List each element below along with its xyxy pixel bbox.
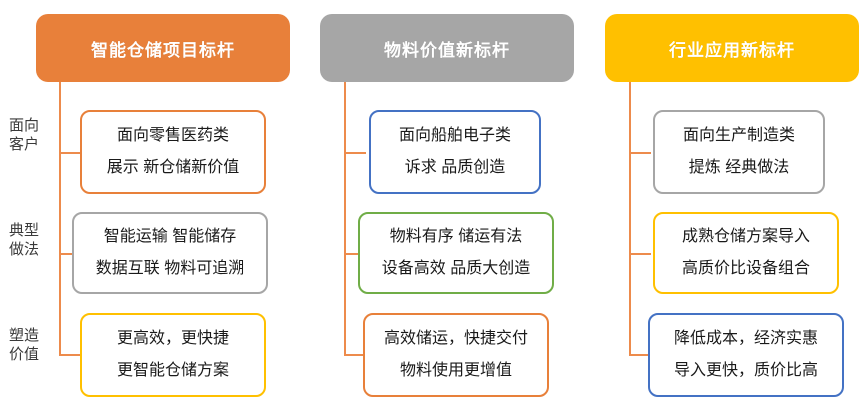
node-c3-r1[interactable]: 面向生产制造类 提炼 经典做法 [653, 110, 825, 194]
connector-branch-col3-row1 [629, 152, 651, 154]
connector-trunk-col1 [59, 82, 61, 355]
connector-branch-col3-row2 [629, 253, 651, 255]
row-label-value-line2: 价值 [8, 346, 39, 363]
column-header-material-value-label: 物料价值新标杆 [384, 40, 510, 60]
node-c3-r2-line2: 高质价比设备组合 [681, 260, 810, 277]
row-label-value: 塑造 价值 [2, 326, 46, 364]
connector-branch-col1-row3 [59, 354, 81, 356]
connector-branch-col2-row2 [344, 253, 366, 255]
column-header-industry-application[interactable]: 行业应用新标杆 [605, 14, 859, 82]
column-header-industry-application-label: 行业应用新标杆 [669, 40, 795, 60]
connector-trunk-col2 [344, 82, 346, 355]
node-c2-r3-line2: 物料使用更增值 [399, 362, 512, 379]
node-c2-r1-line2: 诉求 品质创造 [404, 159, 506, 176]
node-c1-r3[interactable]: 更高效，更快捷 更智能仓储方案 [80, 313, 266, 397]
connector-branch-col3-row3 [629, 354, 651, 356]
node-c2-r2[interactable]: 物料有序 储运有法 设备高效 品质大创造 [358, 212, 554, 294]
node-c2-r3-line1: 高效储运，快捷交付 [383, 330, 528, 347]
node-c2-r3[interactable]: 高效储运，快捷交付 物料使用更增值 [363, 313, 549, 397]
node-c2-r2-line1: 物料有序 储运有法 [389, 228, 523, 245]
column-header-material-value[interactable]: 物料价值新标杆 [320, 14, 574, 82]
row-label-customer: 面向 客户 [2, 116, 46, 154]
node-c2-r1[interactable]: 面向船舶电子类 诉求 品质创造 [369, 110, 541, 194]
node-c1-r2[interactable]: 智能运输 智能储存 数据互联 物料可追溯 [72, 212, 268, 294]
node-c3-r3[interactable]: 降低成本，经济实惠 导入更快，质价比高 [648, 313, 844, 397]
node-c1-r2-line1: 智能运输 智能储存 [103, 228, 237, 245]
column-header-smart-warehouse[interactable]: 智能仓储项目标杆 [36, 14, 290, 82]
node-c3-r2-line1: 成熟仓储方案导入 [681, 228, 810, 245]
connector-branch-col1-row2 [59, 253, 81, 255]
row-label-customer-line2: 客户 [8, 136, 39, 153]
connector-trunk-col3 [629, 82, 631, 355]
node-c1-r1-line2: 展示 新仓储新价值 [106, 159, 240, 176]
connector-branch-col2-row3 [344, 354, 366, 356]
node-c2-r1-line1: 面向船舶电子类 [398, 127, 511, 144]
node-c3-r2[interactable]: 成熟仓储方案导入 高质价比设备组合 [653, 212, 839, 294]
row-label-practice-line1: 典型 [8, 222, 39, 239]
row-label-practice: 典型 做法 [2, 221, 46, 259]
node-c3-r1-line1: 面向生产制造类 [682, 127, 795, 144]
row-label-practice-line2: 做法 [8, 241, 39, 258]
column-header-smart-warehouse-label: 智能仓储项目标杆 [91, 40, 235, 60]
node-c1-r1[interactable]: 面向零售医药类 展示 新仓储新价值 [80, 110, 266, 194]
connector-branch-col1-row1 [59, 152, 81, 154]
row-label-value-line1: 塑造 [8, 327, 39, 344]
node-c1-r1-line1: 面向零售医药类 [116, 127, 229, 144]
node-c3-r3-line1: 降低成本，经济实惠 [673, 330, 818, 347]
node-c1-r2-line2: 数据互联 物料可追溯 [95, 260, 245, 277]
connector-branch-col2-row1 [344, 152, 366, 154]
row-label-customer-line1: 面向 [8, 117, 39, 134]
node-c3-r1-line2: 提炼 经典做法 [688, 159, 790, 176]
node-c1-r3-line2: 更智能仓储方案 [116, 362, 229, 379]
node-c1-r3-line1: 更高效，更快捷 [116, 330, 229, 347]
node-c2-r2-line2: 设备高效 品质大创造 [381, 260, 531, 277]
node-c3-r3-line2: 导入更快，质价比高 [673, 362, 818, 379]
